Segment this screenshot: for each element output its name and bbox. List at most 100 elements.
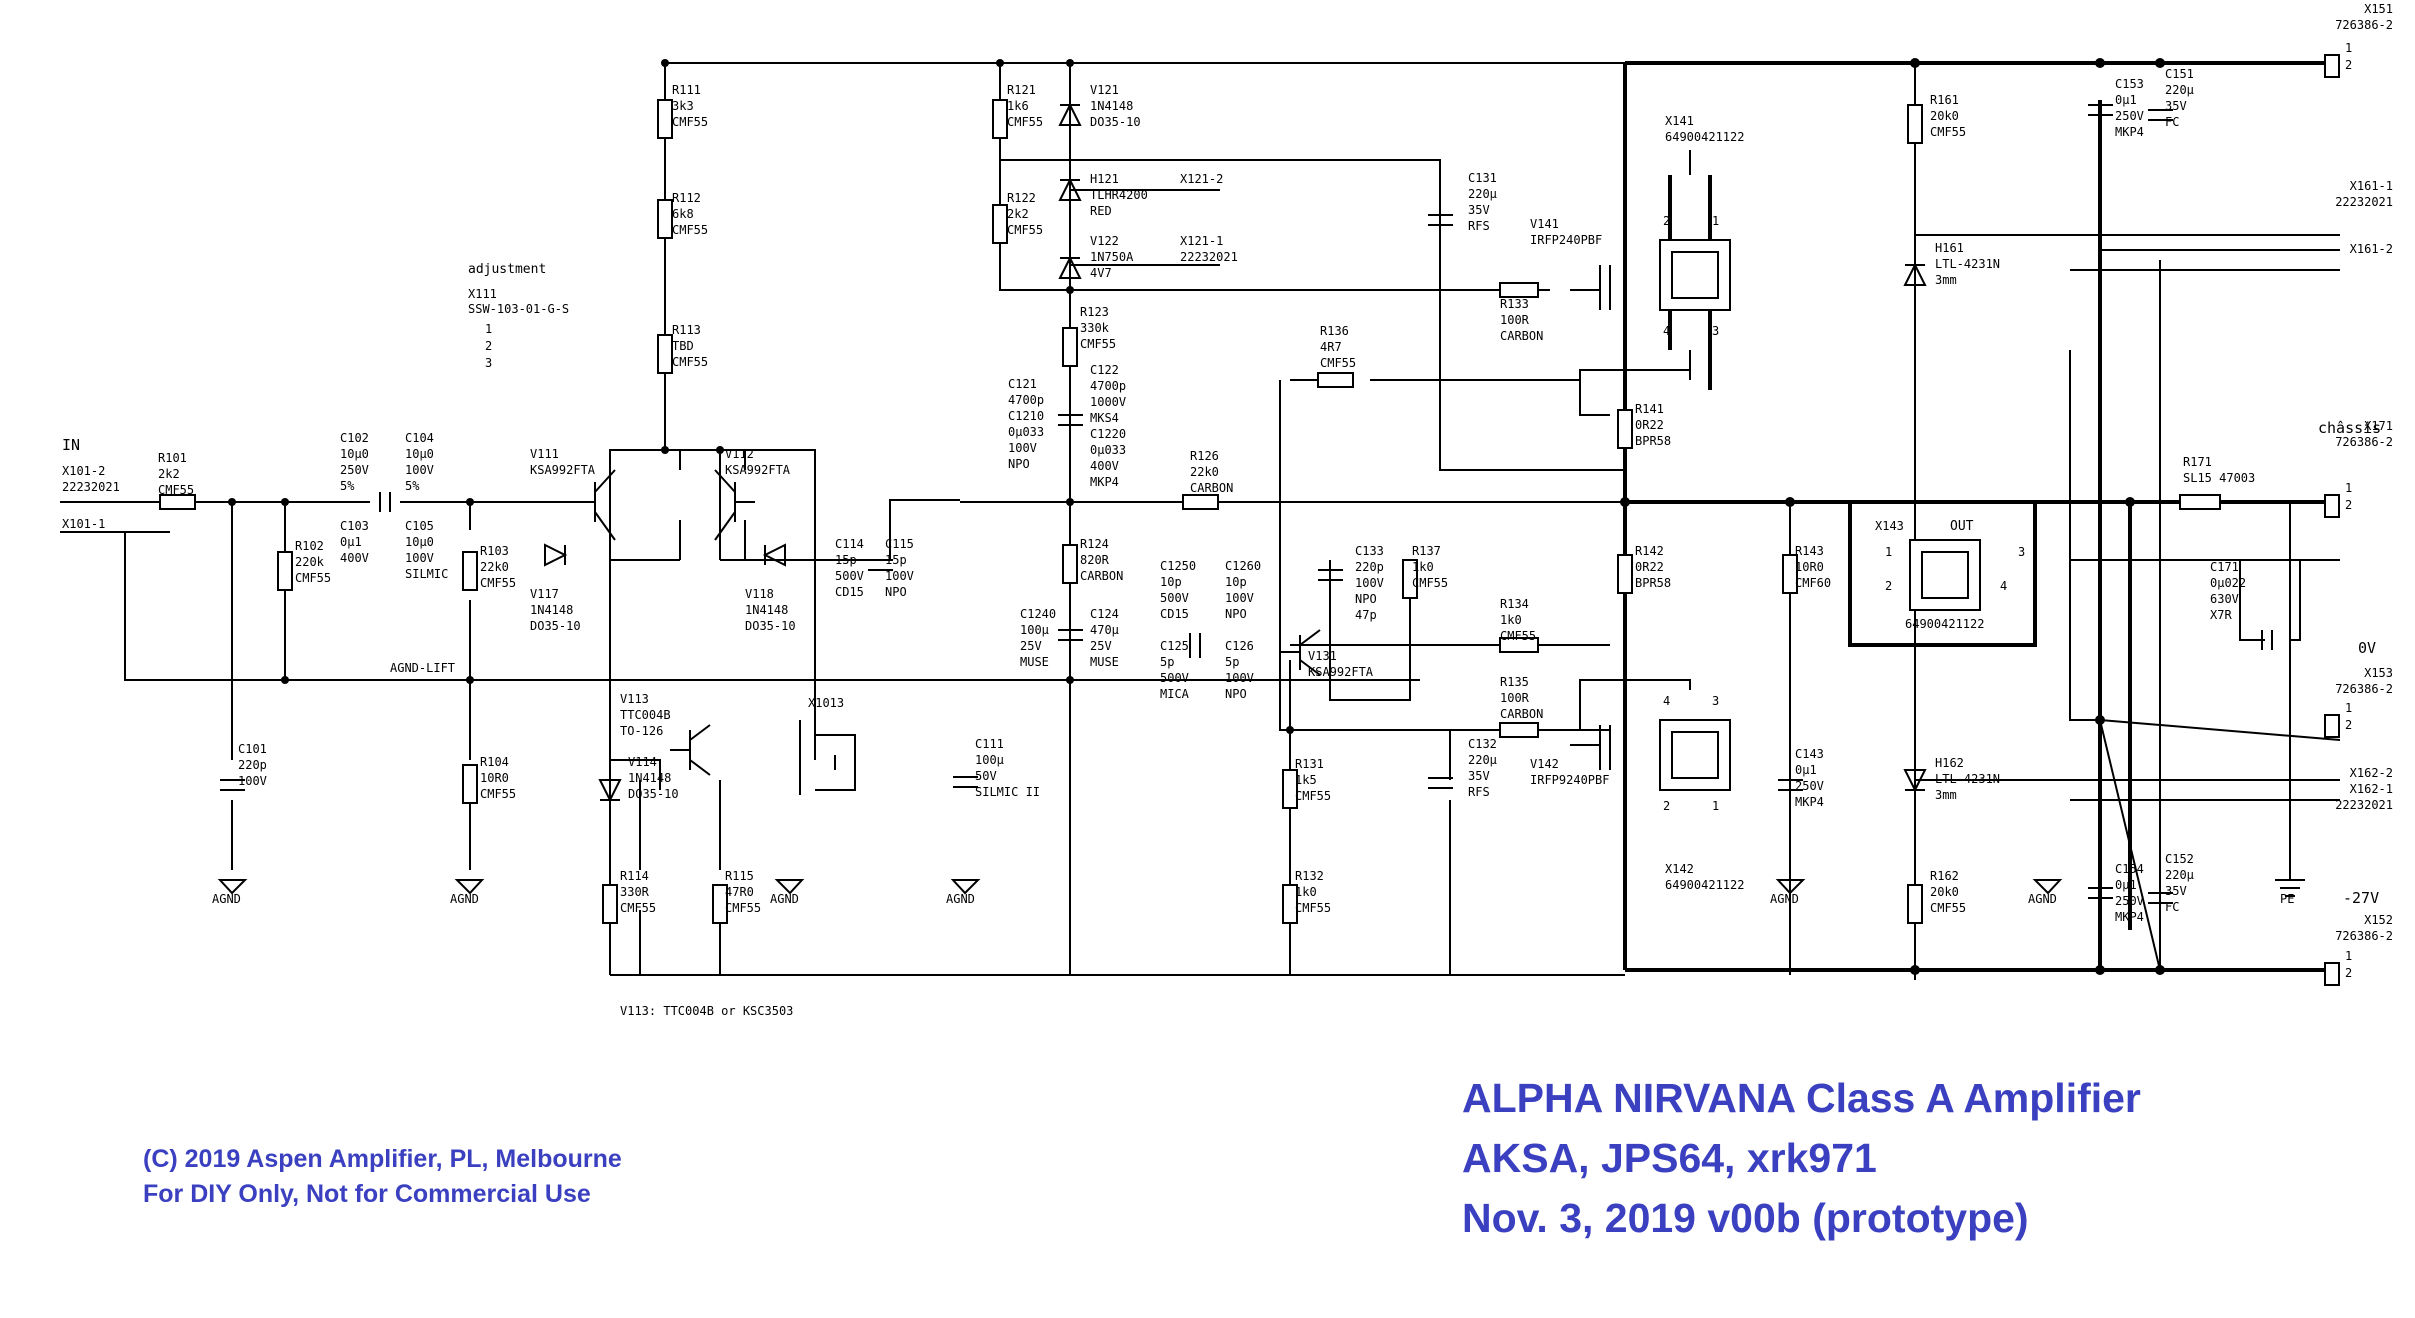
part-value-R115: CMF55 <box>725 901 761 915</box>
part-value-C153: 250V <box>2115 109 2144 123</box>
part-value-C1260: 10p <box>1225 575 1247 589</box>
part-value-R115: 47R0 <box>725 885 754 899</box>
part-value-R101: CMF55 <box>158 483 194 497</box>
part-value-C111: 50V <box>975 769 997 783</box>
part-value-C122: 0μ033 <box>1090 443 1126 457</box>
part-ref-C121: C121 <box>1008 377 1037 391</box>
part-value-R161: 20k0 <box>1930 109 1959 123</box>
part-value-C114: 15p <box>835 553 857 567</box>
x152-pin1: 1 <box>2345 949 2352 963</box>
part-value-R133: 100R <box>1500 313 1530 327</box>
part-value-C101: 220p <box>238 758 267 772</box>
part-ref-C143: C143 <box>1795 747 1824 761</box>
part-ref-R143: R143 <box>1795 544 1824 558</box>
part-value-C102: 10μ0 <box>340 447 369 461</box>
capacitor-C171 <box>2261 630 2273 650</box>
terminal-X151 <box>2324 54 2340 78</box>
x142-pin3: 3 <box>1712 694 1719 708</box>
part-value-R102: CMF55 <box>295 571 331 585</box>
adjustment-pin2: 2 <box>485 339 492 353</box>
part-ref-X121-1: X121-1 <box>1180 234 1223 248</box>
resistor-R126 <box>1182 494 1219 510</box>
part-value-V121: 1N4148 <box>1090 99 1133 113</box>
part-ref-C1260: C1260 <box>1225 559 1261 573</box>
resistor-R103 <box>462 551 478 591</box>
part-value-C133: NPO <box>1355 592 1377 606</box>
capacitor-C143 <box>1778 779 1803 791</box>
labels: IN X101-2 22232021 X101-1 adjustment X11… <box>62 41 2381 1018</box>
part-ref-R161: R161 <box>1930 93 1959 107</box>
part-value-C132: 220μ <box>1468 753 1497 767</box>
part-value-R162: CMF55 <box>1930 901 1966 915</box>
part-value-R133: CARBON <box>1500 329 1543 343</box>
part-value-R122: CMF55 <box>1007 223 1043 237</box>
connector-X143 <box>1909 539 1981 611</box>
part-ref-C153: C153 <box>2115 77 2144 91</box>
part-ref-R131: R131 <box>1295 757 1324 771</box>
part-value-X121-1: 22232021 <box>1180 250 1238 264</box>
wires <box>60 61 2341 980</box>
part-value-R131: CMF55 <box>1295 789 1331 803</box>
part-value-C121: 0μ033 <box>1008 425 1044 439</box>
part-value-C126: 100V <box>1225 671 1254 685</box>
adjustment-label: adjustment <box>468 262 546 277</box>
part-ref-C131: C131 <box>1468 171 1497 185</box>
part-value-C124: 470μ <box>1090 623 1119 637</box>
capacitor-C132 <box>1428 777 1453 789</box>
part-ref-R122: R122 <box>1007 191 1036 205</box>
zener-V122 <box>1058 255 1082 279</box>
part-value-C171: X7R <box>2210 608 2232 622</box>
ground-symbol <box>217 879 2305 897</box>
capacitor-C152 <box>2148 892 2173 904</box>
x142-pin2: 2 <box>1663 799 1670 813</box>
transistor-V131 <box>1280 629 1321 676</box>
part-value-C111: SILMIC II <box>975 785 1040 799</box>
x171-pin1: 1 <box>2345 481 2352 495</box>
gnd-label: AGND <box>450 892 479 906</box>
diode-V121 <box>1058 102 1082 126</box>
part-value-V122: 4V7 <box>1090 266 1112 280</box>
part-value-C154: 250V <box>2115 894 2144 908</box>
part-value-V112: KSA992FTA <box>725 463 791 477</box>
part-value-H161: 3mm <box>1935 273 1957 287</box>
part-ref-C104: C104 <box>405 431 434 445</box>
part-value-R126: CARBON <box>1190 481 1233 495</box>
agnd-lift-label: AGND-LIFT <box>390 661 455 675</box>
part-ref-C1250: C1250 <box>1160 559 1196 573</box>
out-ref: X143 <box>1875 519 1904 533</box>
v113-note: V113: TTC004B or KSC3503 <box>620 1004 793 1018</box>
part-value-C154: 0μ1 <box>2115 878 2137 892</box>
led-H121 <box>1058 177 1082 201</box>
part-value-C101: 100V <box>238 774 267 788</box>
diode-V118 <box>762 543 786 567</box>
part-value-V121: DO35-10 <box>1090 115 1141 129</box>
connector-part-X152: 726386-2 <box>2335 929 2393 943</box>
part-value-C126: 5p <box>1225 655 1239 669</box>
part-ref-R126: R126 <box>1190 449 1219 463</box>
part-value-R114: 330R <box>620 885 650 899</box>
capacitor-C111 <box>953 776 978 788</box>
part-value-R142: 0R22 <box>1635 560 1664 574</box>
resistor-R131 <box>1282 769 1298 809</box>
part-ref-R162: R162 <box>1930 869 1959 883</box>
capacitor-C101 <box>220 779 245 791</box>
x153-pin1: 1 <box>2345 701 2352 715</box>
capacitor-C133 <box>1318 569 1343 581</box>
part-value-C152: FC <box>2165 900 2179 914</box>
part-ref-R123: R123 <box>1080 305 1109 319</box>
gnd-label: AGND <box>946 892 975 906</box>
part-value-R142: BPR58 <box>1635 576 1671 590</box>
part-value-C122: MKS4 <box>1090 411 1119 425</box>
part-value-R122: 2k2 <box>1007 207 1029 221</box>
part-value-C1260: 100V <box>1225 591 1254 605</box>
part-value-C152: 35V <box>2165 884 2187 898</box>
part-value-H121: TLHR4200 <box>1090 188 1148 202</box>
adjustment-pin3: 3 <box>485 356 492 370</box>
part-value-R132: CMF55 <box>1295 901 1331 915</box>
part-ref-R104: R104 <box>480 755 509 769</box>
part-value-C143: 0μ1 <box>1795 763 1817 777</box>
part-ref-R134: R134 <box>1500 597 1529 611</box>
part-value-C105: SILMIC <box>405 567 448 581</box>
part-value-V131: KSA992FTA <box>1308 665 1374 679</box>
part-ref-V114: V114 <box>628 755 657 769</box>
